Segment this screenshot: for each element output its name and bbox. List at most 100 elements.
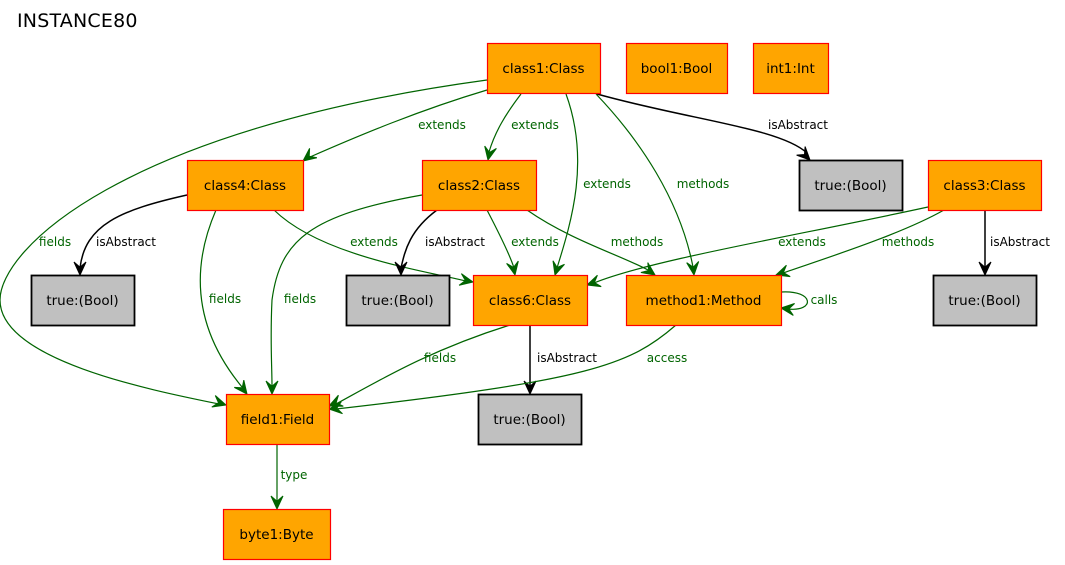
arrowhead	[686, 261, 700, 277]
arrowhead	[774, 264, 791, 278]
node-label: bool1:Bool	[641, 61, 713, 77]
edge-label-methods: methods	[677, 177, 730, 191]
edge-class2-isAbstract-t2	[394, 209, 438, 277]
edge-label-extends: extends	[418, 118, 466, 132]
edge-label-extends: extends	[350, 235, 398, 249]
edge-class2-extends-class6	[486, 209, 519, 277]
node-box	[625, 42, 729, 95]
edge-label-isAbstract: isAbstract	[768, 118, 828, 132]
edge-label-extends: extends	[511, 118, 559, 132]
node-int1[interactable]: int1:Int	[752, 42, 830, 95]
arrowhead	[484, 145, 497, 162]
edge-class1-extends-class2	[484, 93, 522, 162]
node-label: byte1:Byte	[239, 527, 313, 543]
arrowhead	[640, 262, 656, 276]
node-t2[interactable]: true:(Bool)	[345, 274, 451, 327]
arrowhead	[796, 146, 811, 161]
arrowhead	[585, 274, 602, 288]
edge-class6-isAbstract-t6	[523, 325, 537, 396]
node-t1[interactable]: true:(Bool)	[798, 159, 904, 212]
arrowhead	[552, 260, 565, 277]
node-label: field1:Field	[241, 412, 314, 428]
node-label: true:(Bool)	[948, 293, 1020, 309]
edge-class1-methods-method1	[595, 93, 700, 277]
edge-label-isAbstract: isAbstract	[537, 351, 597, 365]
node-box	[477, 393, 583, 446]
edge-class2-fields-field1	[265, 194, 423, 396]
edge-label-access: access	[647, 351, 687, 365]
edge-class3-methods-method1	[774, 209, 945, 278]
node-bool1[interactable]: bool1:Bool	[625, 42, 729, 95]
node-label: true:(Bool)	[361, 293, 433, 309]
node-label: class6:Class	[489, 293, 571, 309]
edge-label-isAbstract: isAbstract	[425, 235, 485, 249]
arrowhead	[234, 379, 248, 395]
node-box	[752, 42, 830, 95]
edge-method1-calls-method1	[779, 291, 808, 316]
edge-class2-methods-method1	[526, 209, 656, 276]
edge-class3-extends-class6	[585, 206, 929, 288]
edge-label-methods: methods	[611, 235, 664, 249]
node-box	[421, 159, 538, 212]
node-label: method1:Method	[646, 293, 762, 309]
arrowhead	[523, 380, 537, 396]
arrowhead	[265, 380, 279, 396]
edge-label-extends: extends	[778, 235, 826, 249]
node-t3[interactable]: true:(Bool)	[932, 274, 1038, 327]
edge-label-fields: fields	[209, 292, 241, 306]
node-class4[interactable]: class4:Class	[186, 159, 305, 212]
node-box	[222, 508, 332, 561]
arrowhead	[394, 261, 408, 277]
edge-label-methods: methods	[882, 235, 935, 249]
node-box	[625, 274, 783, 327]
edge-label-extends: extends	[511, 235, 559, 249]
node-box	[225, 393, 331, 446]
node-t6[interactable]: true:(Bool)	[477, 393, 583, 446]
node-label: class1:Class	[502, 61, 584, 77]
arrowhead	[458, 273, 475, 286]
arrowhead	[211, 395, 228, 408]
edges-layer	[0, 79, 992, 511]
node-byte1[interactable]: byte1:Byte	[222, 508, 332, 561]
edge-labels-layer: isAbstract extends extends extends methods fi…	[39, 118, 1050, 482]
edge-class1-isAbstract-t1	[596, 93, 811, 161]
node-label: class4:Class	[204, 178, 286, 194]
arrowhead	[73, 261, 87, 277]
edge-class1-fields-field1	[0, 79, 488, 408]
node-class3[interactable]: class3:Class	[927, 159, 1043, 212]
node-box	[345, 274, 451, 327]
arrowhead	[302, 148, 318, 162]
edge-class4-fields-field1	[199, 209, 248, 395]
edge-label-fields: fields	[39, 235, 71, 249]
arrowhead	[327, 401, 343, 415]
node-box	[486, 42, 602, 95]
edge-label-isAbstract: isAbstract	[96, 235, 156, 249]
arrowhead	[270, 495, 284, 511]
edge-label-type: type	[281, 468, 308, 482]
node-label: true:(Bool)	[493, 412, 565, 428]
node-label: class3:Class	[943, 178, 1025, 194]
edge-class3-isAbstract-t3	[978, 210, 992, 277]
node-method1[interactable]: method1:Method	[625, 274, 783, 327]
edge-field1-type-byte1	[270, 444, 284, 511]
node-box	[30, 274, 136, 327]
node-box	[927, 159, 1043, 212]
edge-label-fields: fields	[424, 351, 456, 365]
node-t4[interactable]: true:(Bool)	[30, 274, 136, 327]
node-class2[interactable]: class2:Class	[421, 159, 538, 212]
arrowhead	[506, 260, 519, 277]
edge-label-isAbstract: isAbstract	[990, 235, 1050, 249]
node-class1[interactable]: class1:Class	[486, 42, 602, 95]
edge-label-fields: fields	[284, 292, 316, 306]
node-box	[798, 159, 904, 212]
nodes-layer: class1:Class bool1:Bool int1:Int true:(Bool…	[30, 42, 1043, 561]
edge-method1-access-field1	[327, 324, 677, 415]
node-label: class2:Class	[438, 178, 520, 194]
node-label: true:(Bool)	[814, 178, 886, 194]
edge-class4-isAbstract-t4	[73, 194, 188, 277]
node-class6[interactable]: class6:Class	[472, 274, 589, 327]
edge-label-extends: extends	[583, 177, 631, 191]
node-field1[interactable]: field1:Field	[225, 393, 331, 446]
node-label: true:(Bool)	[46, 293, 118, 309]
